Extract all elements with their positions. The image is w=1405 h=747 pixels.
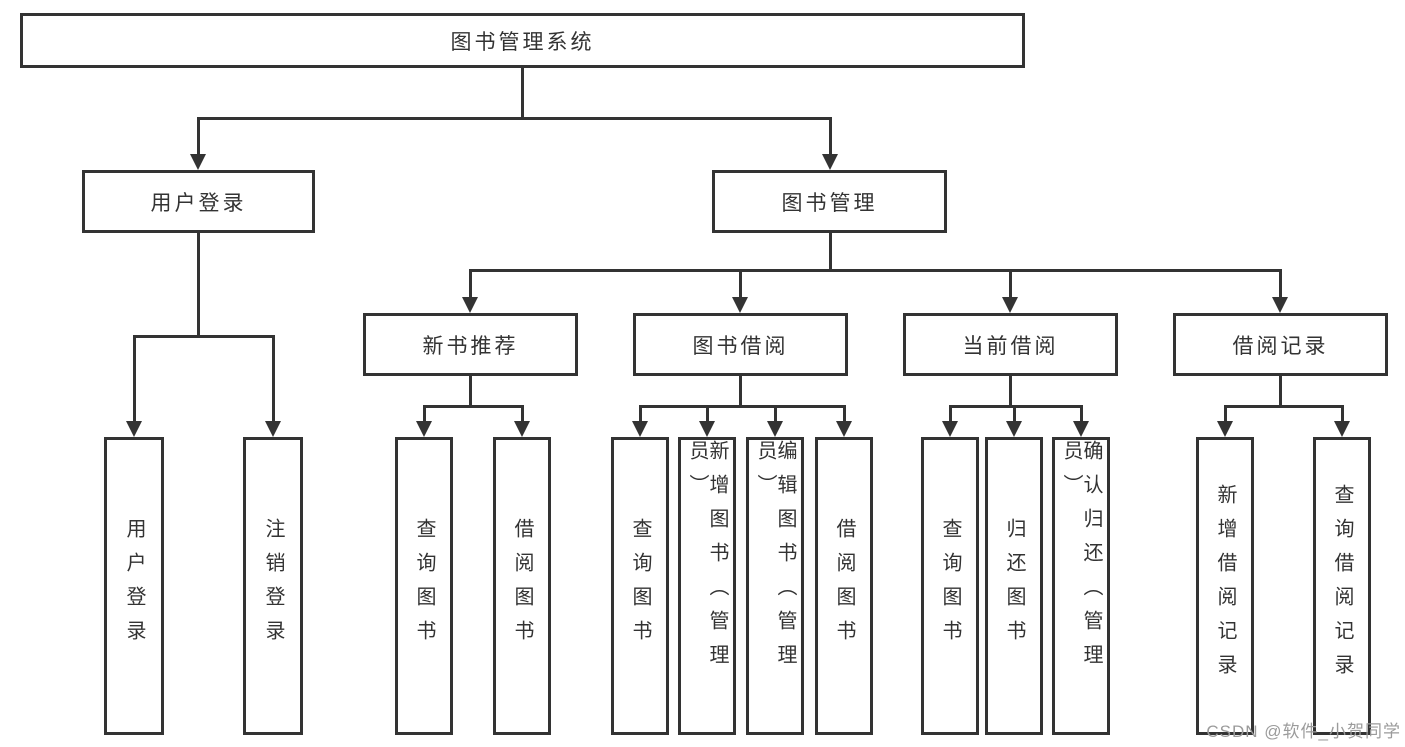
node-leaf-query-books-recommend: 查询图书	[395, 437, 453, 735]
node-leaf-query-borrow-record-label: 查询借阅记录	[1331, 484, 1353, 688]
arrowhead-bb-leaf1	[632, 421, 648, 437]
node-book-management-label: 图书管理	[781, 191, 878, 215]
connector-cb-leaf2	[1013, 405, 1016, 423]
arrowhead-cb-leaf3	[1073, 421, 1089, 437]
node-leaf-return-books-label: 归还图书	[1003, 518, 1025, 654]
connector-level2-hline	[197, 117, 832, 120]
connector-bb-leaf4	[843, 405, 846, 423]
node-leaf-add-books-admin: 新增图书（管理员）	[678, 437, 736, 735]
node-leaf-confirm-return-admin-label: 确认归还（管理员）	[1060, 440, 1102, 678]
arrowhead-cb-leaf2	[1006, 421, 1022, 437]
connector-borrow-records-hline	[1224, 405, 1343, 408]
arrowhead-to-borrow-records	[1272, 297, 1288, 313]
node-leaf-logout-label: 注销登录	[262, 518, 284, 654]
connector-bb-leaf3	[774, 405, 777, 423]
connector-book-borrow-hline	[639, 405, 846, 408]
connector-book-management-stem	[829, 233, 832, 272]
connector-user-login-hline	[133, 335, 275, 338]
connector-root-stem	[521, 68, 524, 119]
node-leaf-add-borrow-record-label: 新增借阅记录	[1214, 484, 1236, 688]
node-user-login-label: 用户登录	[150, 191, 247, 215]
arrowhead-cb-leaf1	[942, 421, 958, 437]
node-leaf-user-login-label: 用户登录	[123, 518, 145, 654]
connector-level3-hline	[469, 269, 1282, 272]
node-leaf-logout: 注销登录	[243, 437, 303, 735]
arrowhead-bb-leaf3	[767, 421, 783, 437]
node-current-borrow-label: 当前借阅	[962, 334, 1059, 358]
node-leaf-query-books-current-label: 查询图书	[939, 518, 961, 654]
node-leaf-add-borrow-record: 新增借阅记录	[1196, 437, 1254, 735]
connector-to-user-login	[197, 117, 200, 156]
node-root-label: 图书管理系统	[450, 30, 595, 54]
connector-br-leaf2	[1341, 405, 1344, 423]
node-book-management: 图书管理	[712, 170, 947, 233]
arrowhead-to-current-borrow	[1002, 297, 1018, 313]
arrowhead-br-leaf1	[1217, 421, 1233, 437]
connector-br-leaf1	[1224, 405, 1227, 423]
node-borrow-records-label: 借阅记录	[1232, 334, 1329, 358]
node-root-library-system: 图书管理系统	[20, 13, 1025, 68]
node-user-login: 用户登录	[82, 170, 315, 233]
arrowhead-bb-leaf4	[836, 421, 852, 437]
connector-to-leaf-logout	[272, 335, 275, 423]
arrowhead-br-leaf2	[1334, 421, 1350, 437]
node-leaf-borrow-books-recommend: 借阅图书	[493, 437, 551, 735]
node-leaf-edit-books-admin: 编辑图书（管理员）	[746, 437, 804, 735]
connector-book-borrow-stem	[739, 376, 742, 407]
connector-to-leaf-user-login	[133, 335, 136, 423]
connector-bb-leaf1	[639, 405, 642, 423]
arrowhead-to-leaf-logout	[265, 421, 281, 437]
arrowhead-to-book-borrow	[732, 297, 748, 313]
node-borrow-records: 借阅记录	[1173, 313, 1388, 376]
connector-nbr-leaf1	[423, 405, 426, 423]
connector-to-new-book-rec	[469, 269, 472, 300]
connector-user-login-stem	[197, 233, 200, 337]
node-leaf-edit-books-admin-label: 编辑图书（管理员）	[754, 440, 796, 678]
node-leaf-borrow-books-recommend-label: 借阅图书	[511, 518, 533, 654]
node-book-borrow: 图书借阅	[633, 313, 848, 376]
arrowhead-to-book-management	[822, 154, 838, 170]
arrowhead-to-new-book-rec	[462, 297, 478, 313]
node-leaf-borrow-books-label: 借阅图书	[833, 518, 855, 654]
connector-to-borrow-records	[1279, 269, 1282, 300]
node-leaf-query-borrow-record: 查询借阅记录	[1313, 437, 1371, 735]
connector-cb-leaf3	[1080, 405, 1083, 423]
node-leaf-query-books-borrow: 查询图书	[611, 437, 669, 735]
node-leaf-add-books-admin-label: 新增图书（管理员）	[686, 440, 728, 678]
arrowhead-to-leaf-user-login	[126, 421, 142, 437]
connector-borrow-records-stem	[1279, 376, 1282, 407]
arrowhead-to-user-login	[190, 154, 206, 170]
connector-new-book-rec-hline	[423, 405, 524, 408]
connector-current-borrow-stem	[1009, 376, 1012, 407]
connector-to-current-borrow	[1009, 269, 1012, 300]
connector-to-book-borrow	[739, 269, 742, 300]
connector-new-book-rec-stem	[469, 376, 472, 407]
node-leaf-query-books-borrow-label: 查询图书	[629, 518, 651, 654]
node-leaf-query-books-current: 查询图书	[921, 437, 979, 735]
connector-cb-leaf1	[949, 405, 952, 423]
node-leaf-return-books: 归还图书	[985, 437, 1043, 735]
node-leaf-query-books-recommend-label: 查询图书	[413, 518, 435, 654]
csdn-watermark: CSDN @软件_小贺同学	[1206, 722, 1401, 741]
arrowhead-nbr-leaf2	[514, 421, 530, 437]
node-leaf-confirm-return-admin: 确认归还（管理员）	[1052, 437, 1110, 735]
node-new-book-recommend: 新书推荐	[363, 313, 578, 376]
node-new-book-recommend-label: 新书推荐	[422, 334, 519, 358]
node-leaf-borrow-books: 借阅图书	[815, 437, 873, 735]
arrowhead-bb-leaf2	[699, 421, 715, 437]
arrowhead-nbr-leaf1	[416, 421, 432, 437]
node-current-borrow: 当前借阅	[903, 313, 1118, 376]
node-leaf-user-login: 用户登录	[104, 437, 164, 735]
connector-to-book-management	[829, 117, 832, 156]
node-book-borrow-label: 图书借阅	[692, 334, 789, 358]
connector-nbr-leaf2	[521, 405, 524, 423]
connector-bb-leaf2	[706, 405, 709, 423]
